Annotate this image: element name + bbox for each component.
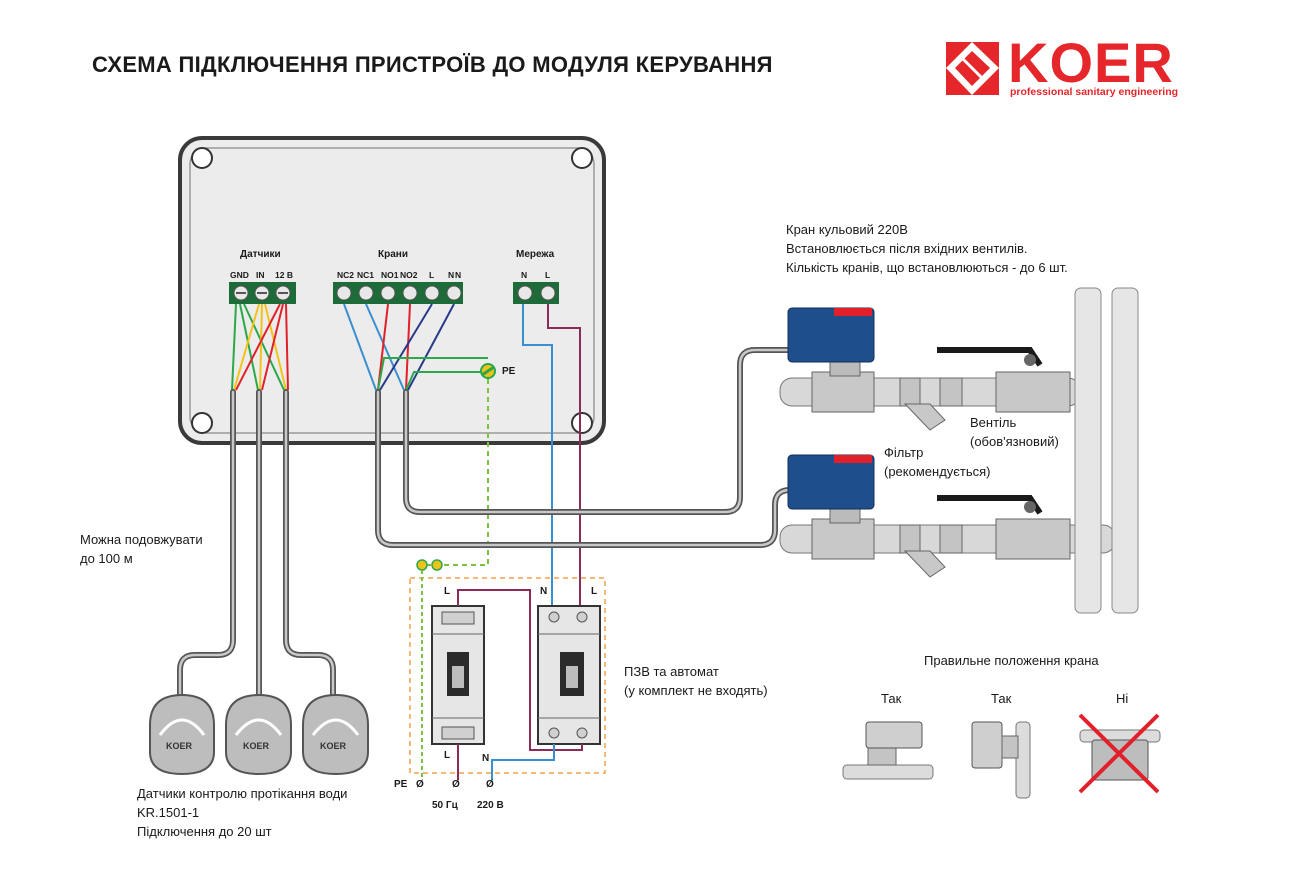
pe-dashed-wire [422,379,489,566]
riser-pipes [1074,287,1139,614]
terminal-l: L [429,270,435,280]
valve-assembly-top [779,307,1081,431]
position-ok-horizontal-icon [842,721,934,780]
koer-logo-icon [946,42,999,95]
position-ok-vertical-icon [971,721,1031,799]
terminal-net-l: L [545,270,551,280]
ground-terminal-l: Ø [452,779,460,790]
rcd-device [537,605,601,745]
pe-label: PE [502,366,516,377]
valves-group-label: Крани [378,249,408,260]
terminal-nc2: NC2 [337,270,355,280]
valve-assembly-bottom [779,454,1116,578]
filter-note: Фільтр (рекомендується) [884,445,991,479]
circuit-breaker [431,605,485,745]
leak-sensor-3 [302,693,369,776]
terminal-n1: N [448,270,455,280]
sensor-brand-1: KOER [166,741,193,751]
terminal-net-n: N [521,270,528,280]
pe-small-grounds [416,559,443,571]
valve-wires [343,303,488,391]
position-title: Правильне положення крана [924,653,1099,668]
sensor-brand-2: KOER [243,741,270,751]
page-title: СХЕМА ПІДКЛЮЧЕННЯ ПРИСТРОЇВ ДО МОДУЛЯ КЕ… [92,52,773,77]
logo-tagline: professional sanitary engineering [1010,86,1179,98]
terminal-nc1: NC1 [357,270,375,280]
extend-note: Можна подовжувати до 100 м [80,532,203,566]
rcd-top-l: L [591,586,598,597]
sensor-brand-3: KOER [320,741,347,751]
position-bad-label: Ні [1116,691,1129,706]
leak-sensor-1 [149,693,215,776]
terminal-no2: NO2 [400,270,418,280]
supply-voltage: 220 В [477,800,504,811]
rcd-bottom-n: N [482,753,490,764]
terminal-gnd: GND [230,270,249,280]
terminal-12v: 12 В [275,270,293,280]
ground-terminal-pe: Ø [416,779,424,790]
terminal-no1: NO1 [381,270,399,280]
sensor-terminal-block [229,282,296,304]
shutoff-note: Вентіль (обов'язновий) [970,415,1059,449]
breakers-note: ПЗВ та автомат (у комплект не входять) [624,664,768,698]
supply-pe-label: PE [394,779,408,790]
logo-wordmark: KOER [1008,31,1174,94]
leak-sensor-2 [225,693,292,776]
sensor-wires [231,303,289,391]
position-ok1-label: Так [881,691,902,706]
supply-frequency: 50 Гц [432,800,458,811]
valve-cables [375,347,793,548]
valve-note: Кран кульовий 220В Встановлюється після … [786,222,1068,275]
network-terminal-block [513,282,559,304]
position-wrong-icon [1078,713,1161,794]
breakers-outline [409,577,606,774]
valve-terminal-block [333,282,463,304]
network-group-label: Мережа [516,249,555,260]
terminal-n2: N [455,270,462,280]
terminal-in: IN [256,270,265,280]
sensors-note: Датчики контролю протікання води KR.1501… [137,786,348,839]
breaker-top-l: L [444,586,451,597]
sensor-cables-inner [178,390,335,702]
pe-ground-icon [480,363,496,379]
network-wires [522,304,581,605]
rcd-top-n: N [540,586,548,597]
breaker-wiring [421,570,583,780]
breaker-bottom-l: L [444,750,451,761]
sensors-group-label: Датчики [240,249,281,260]
position-ok2-label: Так [991,691,1012,706]
ground-terminal-n: Ø [486,779,494,790]
